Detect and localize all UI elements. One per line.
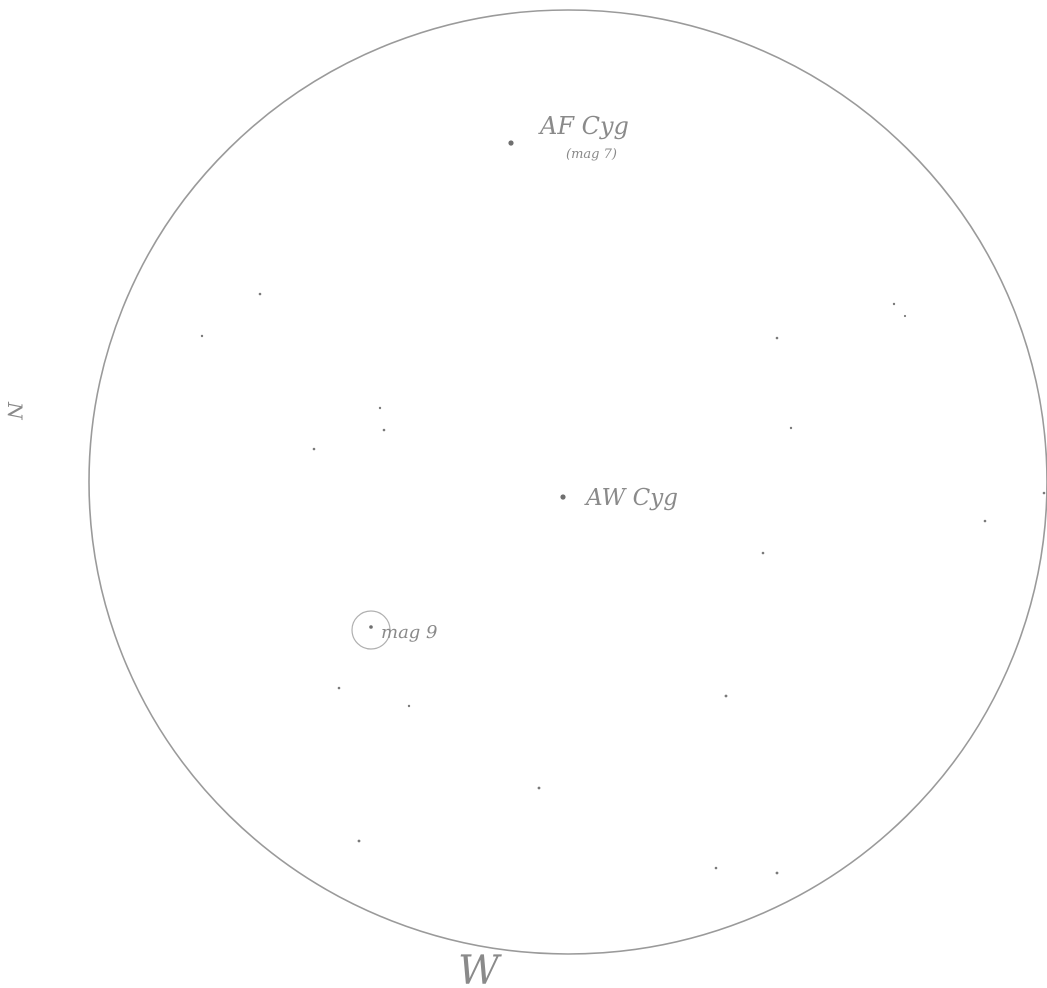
af-cyg-magnitude-label: (mag 7): [566, 147, 617, 162]
field-star: [338, 687, 341, 690]
field-star: [762, 552, 765, 555]
aw-cyg-label: AW Cyg: [584, 485, 678, 511]
star-af-cyg: [508, 140, 513, 145]
west-orientation-label: W: [458, 948, 502, 988]
af-cyg-label: AF Cyg: [538, 112, 629, 140]
field-star: [893, 303, 895, 305]
field-star: [776, 872, 779, 875]
field-star: [1043, 492, 1046, 495]
north-orientation-label: N: [3, 401, 27, 421]
star-aw-cyg: [560, 494, 565, 499]
field-star: [379, 407, 381, 409]
mag9-label: mag 9: [381, 622, 438, 643]
field-star: [358, 840, 361, 843]
star-mag9: [369, 625, 373, 629]
field-star: [776, 337, 779, 340]
field-star: [715, 867, 718, 870]
field-star: [408, 705, 410, 707]
field-star: [313, 448, 316, 451]
field-star: [259, 293, 262, 296]
field-star: [383, 429, 386, 432]
field-star: [201, 335, 203, 337]
field-star: [538, 787, 541, 790]
field-star: [984, 520, 987, 523]
field-star: [904, 315, 906, 317]
field-star: [790, 427, 792, 429]
field-star: [725, 695, 728, 698]
